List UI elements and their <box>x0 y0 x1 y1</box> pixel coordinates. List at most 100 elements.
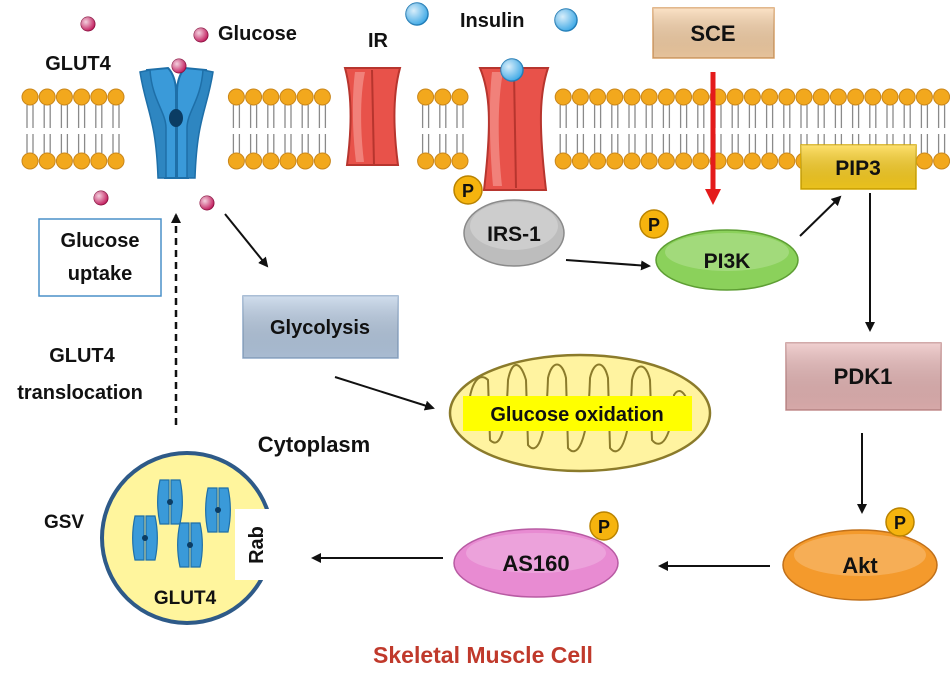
phospho-label: P <box>598 517 610 537</box>
lipid-head <box>915 152 933 170</box>
lipid-head <box>898 88 916 106</box>
glucose-uptake-line2: uptake <box>68 263 132 285</box>
lipid-head <box>726 88 744 106</box>
gsv-label: GSV <box>44 512 84 533</box>
pip3-node: PIP3 <box>800 144 917 190</box>
cytoplasm-label: Cytoplasm <box>258 432 370 457</box>
lipid-head <box>829 88 847 106</box>
lipid-head <box>313 88 331 106</box>
glucose-oxidation-highlight <box>463 396 692 431</box>
glucose-oxidation-label: Glucose oxidation <box>490 404 663 426</box>
lipid-head <box>434 152 452 170</box>
cell-title: Skeletal Muscle Cell <box>373 642 593 668</box>
lipid-head <box>296 152 314 170</box>
lipid-head <box>279 152 297 170</box>
glucose-molecule-icon <box>80 16 215 211</box>
lipid-head <box>417 152 435 170</box>
irs1-node: IRS-1 <box>463 199 565 267</box>
lipid-head <box>589 88 607 106</box>
sce-node: SCE <box>652 7 775 59</box>
lipid-head <box>743 152 761 170</box>
phospho-label: P <box>648 215 660 235</box>
lipid-head <box>279 88 297 106</box>
lipid-head <box>743 88 761 106</box>
lipid-head <box>692 152 710 170</box>
lipid-head <box>657 152 675 170</box>
lipid-head <box>417 88 435 106</box>
insulin-bound-receptor-icon <box>478 67 550 191</box>
insulin-molecule-icon <box>405 2 578 82</box>
lipid-head <box>227 88 245 106</box>
lipid-head <box>245 152 263 170</box>
lipid-head <box>692 88 710 106</box>
lipid-head <box>640 88 658 106</box>
lipid-head <box>778 88 796 106</box>
lipid-head <box>675 88 693 106</box>
lipid-head <box>726 152 744 170</box>
lipid-head <box>434 88 452 106</box>
insulin-label: Insulin <box>460 10 524 32</box>
lipid-head <box>812 88 830 106</box>
glut4-transporter-icon <box>177 522 203 568</box>
lipid-head <box>245 88 263 106</box>
glycolysis-label: Glycolysis <box>270 317 370 339</box>
lipid-head <box>640 152 658 170</box>
lipid-head <box>933 88 950 106</box>
lipid-head <box>623 88 641 106</box>
lipid-head <box>313 152 331 170</box>
lipid-head <box>38 88 56 106</box>
translocation-line2: translocation <box>17 382 143 404</box>
lipid-head <box>107 88 125 106</box>
lipid-head <box>571 88 589 106</box>
lipid-head <box>21 88 39 106</box>
lipid-head <box>847 88 865 106</box>
pdk1-label: PDK1 <box>834 364 893 389</box>
pdk1-node: PDK1 <box>785 342 942 411</box>
lipid-head <box>73 152 91 170</box>
pi3k-node: PI3K <box>655 229 799 291</box>
lipid-head <box>778 152 796 170</box>
pi3k-to-pip3-arrow <box>799 195 842 237</box>
glut4-label: GLUT4 <box>45 53 111 75</box>
lipid-head <box>761 152 779 170</box>
glucose-to-glycolysis-arrow <box>224 213 269 268</box>
phospho-badge-pi3k: P <box>639 209 669 239</box>
lipid-head <box>657 88 675 106</box>
phospho-badge-irs1: P <box>453 175 483 205</box>
glycolysis-to-oxidation-arrow <box>334 376 435 411</box>
irs1-label: IRS-1 <box>487 223 541 246</box>
lipid-head <box>55 88 73 106</box>
lipid-head <box>107 152 125 170</box>
glucose-uptake-line1: Glucose <box>61 230 140 252</box>
ir-label: IR <box>368 30 389 52</box>
glut4-transporter-icon <box>157 479 183 525</box>
gsv-glut4-label: GLUT4 <box>154 588 217 609</box>
lipid-head <box>795 88 813 106</box>
lipid-head <box>38 152 56 170</box>
lipid-head <box>262 88 280 106</box>
glucose-label: Glucose <box>218 23 297 45</box>
lipid-head <box>296 88 314 106</box>
lipid-head <box>675 152 693 170</box>
lipid-head <box>864 88 882 106</box>
translocation-line1: GLUT4 <box>49 345 115 367</box>
lipid-head <box>606 152 624 170</box>
lipid-head <box>933 152 950 170</box>
lipid-head <box>90 88 108 106</box>
lipid-head <box>915 88 933 106</box>
as160-label: AS160 <box>502 551 569 576</box>
lipid-head <box>881 88 899 106</box>
lipid-head <box>90 152 108 170</box>
lipid-head <box>571 152 589 170</box>
lipid-head <box>227 152 245 170</box>
lipid-head <box>589 152 607 170</box>
lipid-head <box>554 152 572 170</box>
phospho-label: P <box>462 181 474 201</box>
glut4-transporter-icon <box>132 515 158 561</box>
lipid-head <box>73 88 91 106</box>
lipid-head <box>55 152 73 170</box>
glucose-uptake-node: Glucose uptake <box>38 218 162 297</box>
sce-label: SCE <box>690 21 735 46</box>
lipid-head <box>554 88 572 106</box>
